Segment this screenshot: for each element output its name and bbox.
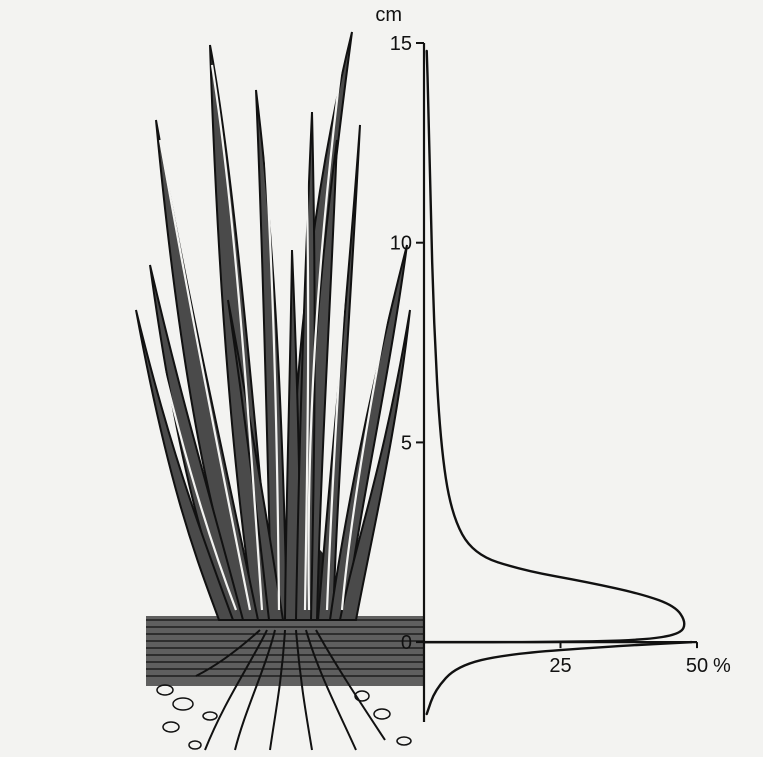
pebbles bbox=[157, 685, 411, 749]
series-line-0 bbox=[424, 51, 684, 642]
plot-area bbox=[424, 51, 692, 714]
x-unit-label: % bbox=[713, 655, 731, 677]
y-tick-label-0: 0 bbox=[401, 632, 412, 654]
x-tick-label-25: 25 bbox=[549, 655, 571, 677]
grass-tuft-illustration bbox=[136, 32, 424, 750]
y-tick-label-5: 5 bbox=[401, 432, 412, 454]
y-tick-label-10: 10 bbox=[390, 233, 412, 255]
y-unit-label: cm bbox=[375, 4, 402, 26]
x-tick-label-50: 50 bbox=[686, 655, 708, 677]
series-line-1 bbox=[427, 642, 692, 714]
y-tick-label-15: 15 bbox=[390, 33, 412, 55]
axes bbox=[416, 43, 697, 722]
